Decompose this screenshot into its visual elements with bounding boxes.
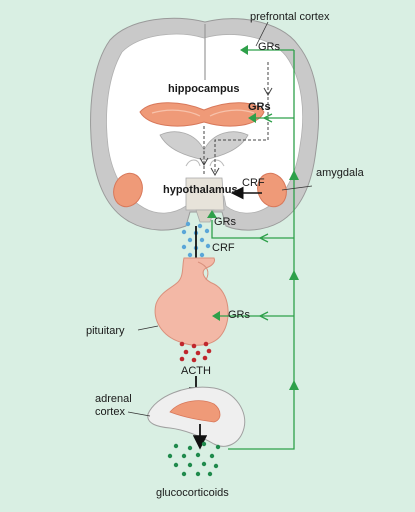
leader-pituitary [137, 325, 159, 331]
dot [207, 471, 213, 477]
pituitary-stalk-line [197, 261, 209, 281]
label-pituitary: pituitary [86, 325, 125, 337]
thalamus-shapes [185, 159, 225, 167]
dot [181, 229, 187, 235]
dot [187, 462, 193, 468]
dot [181, 244, 187, 250]
feedback-up-arrows [289, 170, 299, 390]
dot [206, 348, 212, 354]
lateral-ventricles [159, 131, 249, 161]
brain-section [90, 17, 320, 231]
brain-white-matter [106, 33, 304, 214]
gr-marker-hypothalamus [207, 210, 217, 218]
dot [209, 453, 215, 459]
feedback-main-vertical [228, 50, 295, 450]
infundibulum [195, 209, 215, 223]
label-adrenal-line1: adrenal [95, 393, 132, 405]
dot [197, 223, 203, 229]
dot [199, 252, 205, 258]
dot [181, 471, 187, 477]
dot [195, 350, 201, 356]
dot [205, 243, 211, 249]
dot [204, 228, 210, 234]
amygdala-right [257, 172, 287, 208]
adrenal-medulla [169, 400, 221, 423]
dot [173, 462, 179, 468]
label-acth: ACTH [181, 365, 211, 377]
dot [191, 343, 197, 349]
label-hippocampus: hippocampus [168, 83, 240, 95]
dot [215, 444, 221, 450]
leader-lines [127, 21, 313, 417]
dot [195, 471, 201, 477]
dot [199, 237, 205, 243]
dot [183, 349, 189, 355]
dot [187, 445, 193, 451]
label-grs-hippocampus: GRs [248, 101, 271, 113]
label-amygdala: amygdala [316, 167, 365, 179]
dashed-arrowheads [199, 87, 273, 177]
dot [201, 461, 207, 467]
pituitary-gland [154, 257, 229, 346]
dot [202, 355, 208, 361]
hypothalamus-structure [185, 177, 225, 211]
feedback-left-arrows [258, 113, 273, 321]
feedback-loop [211, 49, 295, 450]
label-grs-pituitary: GRs [228, 309, 251, 321]
glucocorticoid-dots [167, 441, 221, 477]
label-crf-top: CRF [242, 177, 265, 189]
dot [179, 341, 185, 347]
label-adrenal-line2: cortex [95, 406, 125, 418]
label-grs-hypothalamus: GRs [214, 216, 237, 228]
dot [179, 356, 185, 362]
label-prefrontal-cortex: prefrontal cortex [250, 11, 330, 23]
dot [213, 463, 219, 469]
amygdala-left [113, 172, 143, 208]
label-grs-cortex: GRs [258, 41, 281, 53]
dot [187, 237, 193, 243]
gr-receptor-markers [207, 45, 256, 321]
dashed-pathways [203, 62, 269, 175]
hippocampus-texture [151, 109, 255, 117]
dot [173, 443, 179, 449]
gr-marker-cortex [240, 45, 248, 55]
dot [191, 357, 197, 363]
leader-prefrontal [255, 21, 269, 47]
leader-adrenal [127, 411, 151, 417]
leader-amygdala [281, 185, 313, 191]
dot [203, 341, 209, 347]
label-crf-bottom: CRF [212, 242, 235, 254]
dot [187, 252, 193, 258]
label-glucocorticoids: glucocorticoids [156, 487, 229, 499]
hippocampus-structure [139, 102, 265, 127]
crf-dots [181, 221, 211, 258]
dot [195, 452, 201, 458]
feedback-to-hypothalamus [211, 220, 294, 239]
dot [181, 453, 187, 459]
dot [185, 221, 191, 227]
label-hypothalamus: hypothalamus [163, 184, 238, 196]
gr-marker-pituitary [212, 311, 220, 321]
dot [201, 441, 207, 447]
dot [167, 453, 173, 459]
acth-dots [179, 341, 212, 363]
gr-marker-hippocampus [248, 113, 256, 123]
